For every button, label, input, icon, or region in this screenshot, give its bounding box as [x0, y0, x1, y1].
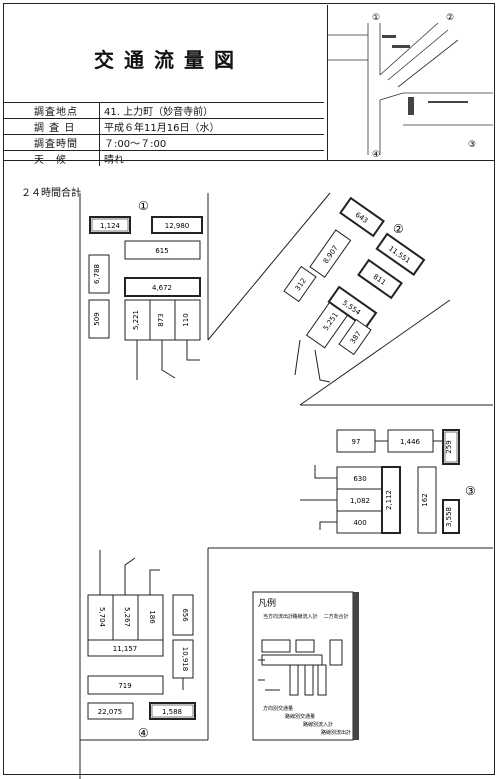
section-label: ２４時間合計 [21, 188, 81, 199]
approach3-marker: ③ [465, 484, 476, 498]
info-row: 調査時間 ７:00～７:00 [4, 134, 324, 151]
approach1-vert-2: 110 [182, 313, 190, 326]
approach4-vert-0: 5,704 [98, 607, 106, 628]
info-value: ７:00～７:00 [99, 134, 324, 151]
page-title: 交通流量図 [94, 48, 244, 72]
approach4-22075: 22,075 [98, 708, 123, 716]
legend-col-label-2: 二方向合計 [323, 613, 348, 620]
approach3-1446: 1,446 [400, 438, 421, 446]
approach3-row-2: 400 [353, 519, 366, 527]
approach1-509: 509 [93, 312, 101, 325]
approach3-row-0: 630 [353, 475, 366, 483]
approach4-marker: ④ [138, 726, 149, 740]
info-label: 調査地点 [4, 102, 100, 119]
legend-bottom-label-2: 路線別流入計 [303, 721, 333, 728]
approach4-719: 719 [118, 682, 131, 690]
legend-col-label-0: 当方向流出計 [263, 613, 293, 620]
info-value: 41. 上力町（妙音寺前） [99, 102, 324, 119]
info-value: 平成６年11月16日（水） [99, 118, 324, 135]
approach3-row-1: 1,082 [350, 497, 370, 505]
legend-title: 凡例 [258, 597, 276, 609]
approach3-259: 259 [445, 440, 453, 453]
header-divider [4, 160, 494, 161]
approach4-656: 656 [181, 608, 189, 622]
approach1-out-total: 6,788 [93, 264, 101, 284]
legend-bottom-label-1: 路線別交通量 [285, 713, 315, 720]
legend-bottom-label-0: 方向別交通量 [263, 705, 293, 712]
approach3-2112: 2,112 [385, 490, 393, 510]
location-map: ① ② ④ ③ [327, 5, 496, 161]
map-marker-2: ② [446, 13, 454, 23]
map-marker-1: ① [372, 13, 380, 23]
approach4-vert-2: 186 [148, 610, 156, 624]
info-label: 調査時間 [4, 134, 100, 151]
approach1-4672: 4,672 [152, 284, 172, 292]
legend: 凡例 当方向流出計 路線流入計 二方向合計 方向別交通量 路線別交通量 路線別流… [252, 591, 359, 741]
approach1-vert-1: 873 [157, 313, 165, 326]
approach4-10918: 10,918 [181, 647, 189, 672]
approach1-in-total-double: 1,124 [100, 222, 121, 230]
survey-sheet: 交通流量図 調査地点 41. 上力町（妙音寺前） 調 査 日 平成６年11月16… [3, 3, 495, 775]
approach4-vert-1: 5,267 [123, 607, 131, 627]
location-map-drawing: ① ② ④ ③ [328, 13, 493, 160]
approach2-marker: ② [393, 222, 404, 236]
approach4-11157: 11,157 [113, 645, 138, 653]
approach4-1588: 1,588 [162, 708, 182, 716]
map-marker-3: ③ [468, 140, 476, 150]
info-row: 調査地点 41. 上力町（妙音寺前） [4, 102, 324, 119]
info-row: 調 査 日 平成６年11月16日（水） [4, 118, 324, 135]
legend-col-label-1: 路線流入計 [292, 613, 317, 620]
approach3-97: 97 [352, 438, 361, 446]
approach1-vert-0: 5,221 [132, 310, 140, 330]
approach1-615: 615 [155, 247, 168, 255]
legend-bottom-label-3: 路線別流出計 [321, 729, 351, 736]
info-label: 調 査 日 [4, 118, 100, 135]
approach3-3558: 3,558 [445, 507, 453, 527]
approach1-in-total: 12,980 [165, 222, 190, 230]
map-marker-4: ④ [372, 150, 380, 160]
approach1-marker: ① [138, 199, 149, 213]
approach3-162: 162 [421, 493, 429, 506]
